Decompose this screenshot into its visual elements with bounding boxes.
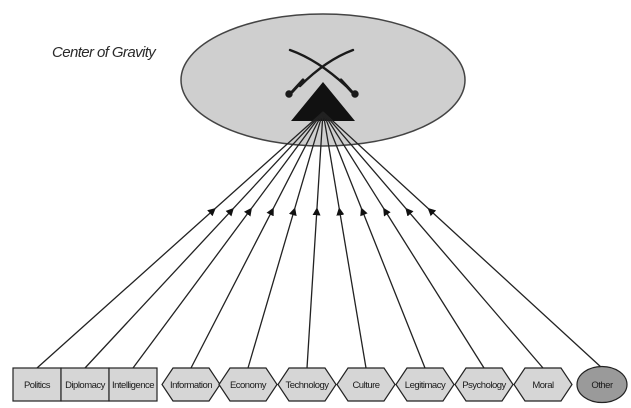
arrow-technology-tail bbox=[316, 111, 324, 210]
arrow-politics-tail bbox=[213, 111, 324, 210]
arrow-moral-tail bbox=[322, 111, 408, 210]
node-psychology-shape bbox=[454, 367, 514, 402]
node-moral-label: Moral bbox=[532, 380, 554, 391]
node-intelligence-shape bbox=[108, 367, 158, 402]
node-technology: Technology bbox=[277, 367, 337, 402]
arrow-intelligence-tail bbox=[250, 111, 324, 210]
node-legitimacy-shape bbox=[395, 367, 455, 402]
node-legitimacy-label: Legitimacy bbox=[405, 380, 446, 391]
arrow-other-tail bbox=[322, 111, 430, 210]
node-other-label: Other bbox=[591, 380, 613, 391]
node-intelligence: Intelligence bbox=[108, 367, 158, 402]
node-diplomacy-shape bbox=[60, 367, 110, 402]
node-intelligence-label: Intelligence bbox=[112, 380, 154, 391]
node-culture-shape bbox=[336, 367, 396, 402]
node-culture: Culture bbox=[336, 367, 396, 402]
node-information-shape bbox=[161, 367, 221, 402]
node-legitimacy: Legitimacy bbox=[395, 367, 455, 402]
arrow-diplomacy-tail bbox=[232, 111, 324, 210]
center-of-gravity-title: Center of Gravity bbox=[52, 44, 157, 61]
node-moral: Moral bbox=[513, 367, 573, 402]
node-diplomacy: Diplomacy bbox=[60, 367, 110, 402]
node-psychology: Psychology bbox=[454, 367, 514, 402]
crossed-swords-icon bbox=[285, 48, 359, 98]
arrow-culture bbox=[336, 207, 367, 369]
node-other: Other bbox=[576, 365, 628, 404]
node-economy: Economy bbox=[218, 367, 278, 402]
node-moral-shape bbox=[513, 367, 573, 402]
arrow-moral bbox=[405, 207, 544, 369]
arrow-economy-tail bbox=[293, 111, 324, 210]
arrow-diplomacy bbox=[84, 207, 234, 369]
node-politics-shape bbox=[12, 367, 62, 402]
arrow-politics bbox=[36, 207, 216, 369]
elements-row: Politics Diplomacy Intelligence Information… bbox=[12, 365, 628, 404]
arrow-other bbox=[427, 207, 603, 369]
arrow-intelligence bbox=[132, 207, 252, 369]
node-economy-shape bbox=[218, 367, 278, 402]
arrow-economy bbox=[247, 207, 297, 369]
node-information-label: Information bbox=[170, 380, 212, 391]
triangle-apex-icon bbox=[291, 82, 355, 121]
arrow-legitimacy-tail bbox=[322, 111, 363, 210]
node-technology-label: Technology bbox=[285, 380, 329, 391]
arrow-legitimacy bbox=[360, 207, 426, 369]
node-information: Information bbox=[161, 367, 221, 402]
arrow-information-tail bbox=[272, 111, 324, 210]
arrow-technology bbox=[306, 207, 321, 369]
node-technology-shape bbox=[277, 367, 337, 402]
node-psychology-label: Psychology bbox=[462, 380, 506, 391]
node-culture-label: Culture bbox=[352, 380, 379, 391]
node-politics-label: Politics bbox=[24, 380, 51, 391]
arrow-psychology-tail bbox=[322, 111, 385, 210]
node-diplomacy-label: Diplomacy bbox=[65, 380, 106, 391]
arrow-information bbox=[190, 207, 274, 369]
arrow-culture-tail bbox=[322, 111, 340, 210]
arrow-psychology bbox=[383, 207, 485, 369]
center-of-gravity-ellipse bbox=[180, 13, 466, 147]
node-politics: Politics bbox=[12, 367, 62, 402]
node-economy-label: Economy bbox=[230, 380, 267, 391]
node-other-shape bbox=[576, 365, 628, 404]
arrows-layer bbox=[36, 111, 603, 369]
